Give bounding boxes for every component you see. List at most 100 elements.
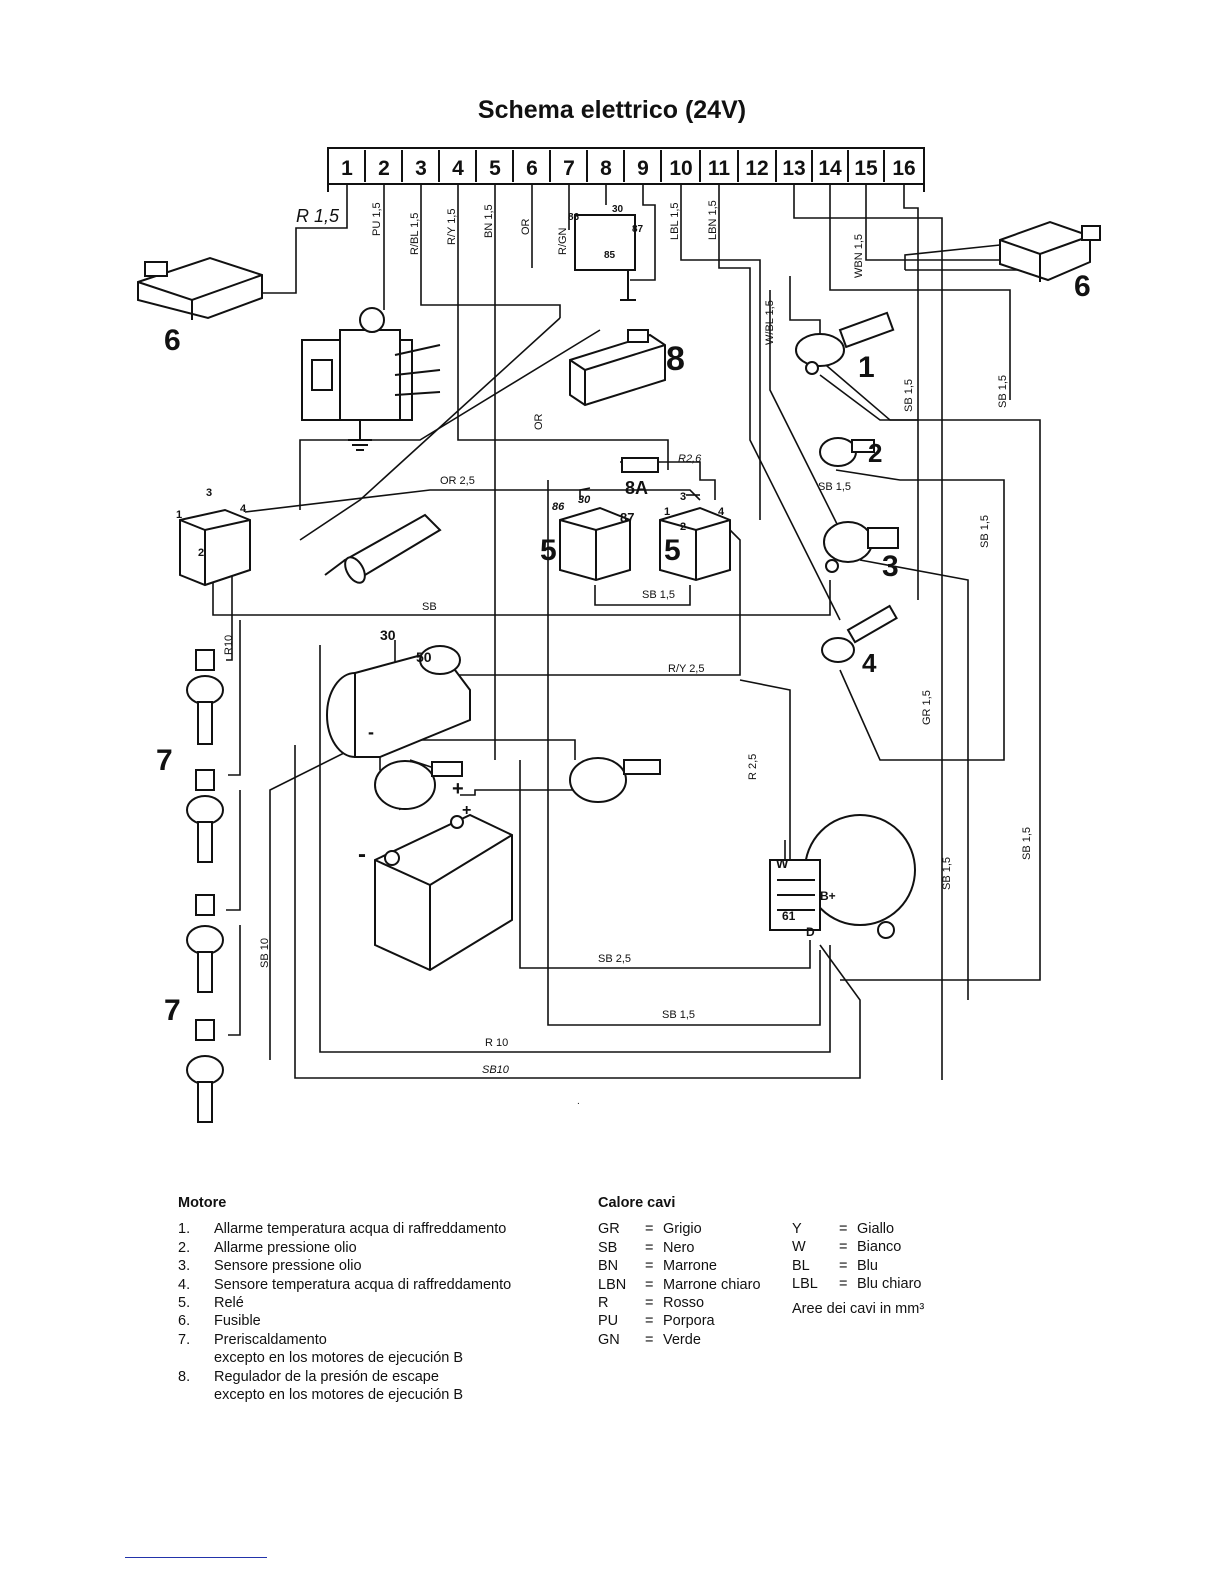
relay-left-3: 3 bbox=[206, 487, 212, 499]
relay-left bbox=[179, 508, 251, 587]
callout-2: 2 bbox=[868, 438, 882, 468]
color-row: BL=Blu bbox=[792, 1257, 878, 1274]
terminal-4: 4 bbox=[452, 157, 464, 180]
alt-d: D bbox=[806, 925, 815, 939]
label-or25: OR 2,5 bbox=[440, 475, 475, 487]
callout-7a: 7 bbox=[156, 744, 173, 777]
label-lbn15: LBN 1,5 bbox=[707, 200, 719, 240]
label-sb10-bottom: SB10 bbox=[482, 1064, 510, 1076]
legend-item-sub: excepto en los motores de ejecución B bbox=[214, 1387, 464, 1404]
callout-4: 4 bbox=[862, 648, 877, 678]
relay-5b-1: 1 bbox=[664, 506, 670, 518]
sensor-3 bbox=[823, 521, 899, 573]
label-sb15-e: SB 1,5 bbox=[642, 589, 675, 601]
label-r15-top: R 1,5 bbox=[296, 206, 340, 226]
legend-item: 6.Fusible bbox=[178, 1313, 261, 1330]
switch-left bbox=[374, 760, 463, 810]
color-row: SB=Nero bbox=[598, 1239, 695, 1256]
label-sb15-b: SB 1,5 bbox=[997, 375, 1009, 408]
color-row: GN=Verde bbox=[598, 1331, 701, 1348]
label-sb15-a: SB 1,5 bbox=[903, 379, 915, 412]
terminal-bracket-marks bbox=[327, 184, 925, 192]
legend-item: 5.Relé bbox=[178, 1295, 244, 1312]
label-r25: R 2,5 bbox=[747, 754, 759, 780]
legend-item: 8.Regulador de la presión de escape bbox=[178, 1368, 439, 1385]
label-sb15-f: SB 1,5 bbox=[941, 857, 953, 890]
terminal-2: 2 bbox=[378, 157, 390, 180]
label-r10-left: R10 bbox=[223, 635, 235, 655]
color-row: W=Bianco bbox=[792, 1239, 902, 1256]
label-sb25: SB 2,5 bbox=[598, 953, 631, 965]
terminal-7: 7 bbox=[563, 157, 575, 180]
legend-colori: Calore cavi GR=Grigio SB=Nero BN=Marrone… bbox=[598, 1194, 788, 1349]
relay-5a-30: 30 bbox=[578, 494, 591, 506]
callout-1: 1 bbox=[858, 351, 875, 384]
terminal-10: 10 bbox=[669, 157, 692, 180]
legend-note: Aree dei cavi in mm³ bbox=[792, 1300, 925, 1317]
legend-motore-heading: Motore bbox=[178, 1195, 227, 1211]
label-r10-bottom: R 10 bbox=[485, 1037, 508, 1049]
relay-5b-4: 4 bbox=[718, 506, 725, 518]
terminal-1: 1 bbox=[341, 157, 353, 180]
glow-plug-3 bbox=[186, 894, 224, 993]
label-wbn15: WBN 1,5 bbox=[853, 234, 865, 278]
label-or-mid: OR bbox=[533, 413, 545, 430]
sensor-4 bbox=[821, 604, 898, 663]
label-rgn: R/GN bbox=[557, 227, 569, 255]
legend-item: 2.Allarme pressione olio bbox=[178, 1239, 357, 1256]
relay-5a bbox=[559, 506, 631, 582]
color-row: BN=Marrone bbox=[598, 1258, 717, 1275]
terminal-dividers bbox=[364, 150, 885, 182]
relay-5a-87: 87 bbox=[620, 510, 634, 525]
color-row: R=Rosso bbox=[598, 1295, 705, 1312]
callout-8: 8 bbox=[666, 340, 685, 378]
footer-rule bbox=[125, 1557, 267, 1558]
glow-plug-2 bbox=[186, 769, 224, 863]
terminal-13: 13 bbox=[782, 157, 805, 180]
terminal-3: 3 bbox=[415, 157, 427, 180]
glow-plug-1 bbox=[186, 649, 224, 745]
switch-plus: + bbox=[452, 778, 464, 800]
relay-5b bbox=[659, 506, 731, 582]
callout-5a: 5 bbox=[540, 534, 557, 567]
relay-5b-2: 2 bbox=[680, 521, 686, 533]
label-r26: R2,6 bbox=[678, 453, 702, 465]
label-rbl15: R/BL 1,5 bbox=[409, 213, 421, 255]
terminal-9: 9 bbox=[637, 157, 649, 180]
legend-item: 7.Preriscaldamento bbox=[178, 1331, 327, 1348]
wires bbox=[212, 184, 1041, 1080]
fuse-right bbox=[999, 220, 1101, 282]
callout-8a: 8A bbox=[625, 478, 648, 498]
relay-top-85: 85 bbox=[604, 250, 616, 261]
relay-left-2: 2 bbox=[198, 547, 204, 559]
legend-item: 3.Sensore pressione olio bbox=[178, 1258, 362, 1275]
color-row: PU=Porpora bbox=[598, 1313, 715, 1330]
label-or: OR bbox=[520, 218, 532, 235]
relay-left-1: 1 bbox=[176, 509, 182, 521]
label-sb15-c: SB 1,5 bbox=[818, 481, 851, 493]
regulator-block bbox=[301, 307, 441, 451]
callout-5b: 5 bbox=[664, 534, 681, 567]
label-gr15: GR 1,5 bbox=[921, 690, 933, 725]
terminal-5: 5 bbox=[489, 157, 501, 180]
alt-61: 61 bbox=[782, 909, 796, 923]
relay-top-86: 86 bbox=[568, 212, 580, 223]
terminal-6: 6 bbox=[526, 157, 538, 180]
terminal-8: 8 bbox=[600, 157, 612, 180]
terminal-14: 14 bbox=[818, 157, 842, 180]
label-wbl15: W/BL 1,5 bbox=[764, 300, 776, 345]
label-sb15-g: SB 1,5 bbox=[1021, 827, 1033, 860]
color-row: LBN=Marrone chiaro bbox=[598, 1276, 761, 1293]
label-lbl15: LBL 1,5 bbox=[669, 202, 681, 240]
color-row: LBL=Blu chiaro bbox=[792, 1276, 922, 1293]
terminal-12: 12 bbox=[745, 157, 768, 180]
terminal-16: 16 bbox=[892, 157, 915, 180]
label-sb15-h: SB 1,5 bbox=[662, 1009, 695, 1021]
relay-left-4: 4 bbox=[240, 503, 247, 515]
alt-bplus: B+ bbox=[820, 889, 836, 903]
label-ry15: R/Y 1,5 bbox=[446, 209, 458, 246]
callout-6b: 6 bbox=[1074, 270, 1091, 303]
legend-item: 1.Allarme temperatura acqua di raffredda… bbox=[178, 1221, 507, 1238]
glow-plug-diagonal bbox=[324, 513, 442, 584]
